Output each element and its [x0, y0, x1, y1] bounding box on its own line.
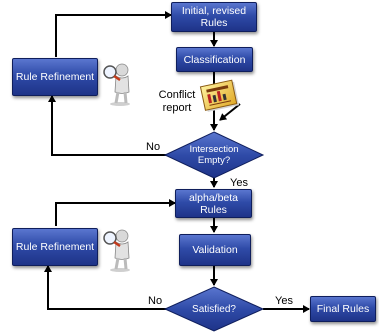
- node-final-rules[interactable]: Final Rules: [310, 296, 376, 322]
- connector-report-to-flow: [219, 103, 241, 121]
- label-yes-intersection: Yes: [230, 177, 248, 189]
- decision-satisfied-shape: [163, 286, 265, 332]
- conflict-report-label: Conflict report: [158, 89, 196, 114]
- decision-satisfied-label: Satisfied?: [192, 303, 236, 315]
- node-initial-revised-rules[interactable]: Initial, revised Rules: [171, 2, 257, 32]
- connector-decision1-no: [48, 95, 166, 156]
- report-document-icon: [199, 79, 240, 112]
- magnifier-figure-icon: [103, 63, 130, 106]
- connector-decision2-no: [44, 265, 166, 310]
- node-rule-refinement-top[interactable]: Rule Refinement: [12, 58, 98, 96]
- node-classification[interactable]: Classification: [176, 47, 253, 72]
- label-yes-satisfied: Yes: [275, 295, 293, 307]
- connector-refine2-to-alphabeta: [55, 199, 176, 226]
- node-rule-refinement-bottom[interactable]: Rule Refinement: [12, 228, 98, 266]
- decision-intersection-shape: [163, 131, 265, 179]
- label-no-satisfied: No: [148, 295, 163, 307]
- decision-intersection-label: Intersection Empty?: [189, 144, 239, 166]
- node-alpha-beta-rules[interactable]: alpha/beta Rules: [175, 189, 252, 218]
- magnifier-figure-icon: [103, 229, 130, 272]
- connector-refine1-to-initial: [55, 11, 172, 57]
- label-no-intersection: No: [146, 141, 161, 153]
- node-validation[interactable]: Validation: [179, 234, 251, 266]
